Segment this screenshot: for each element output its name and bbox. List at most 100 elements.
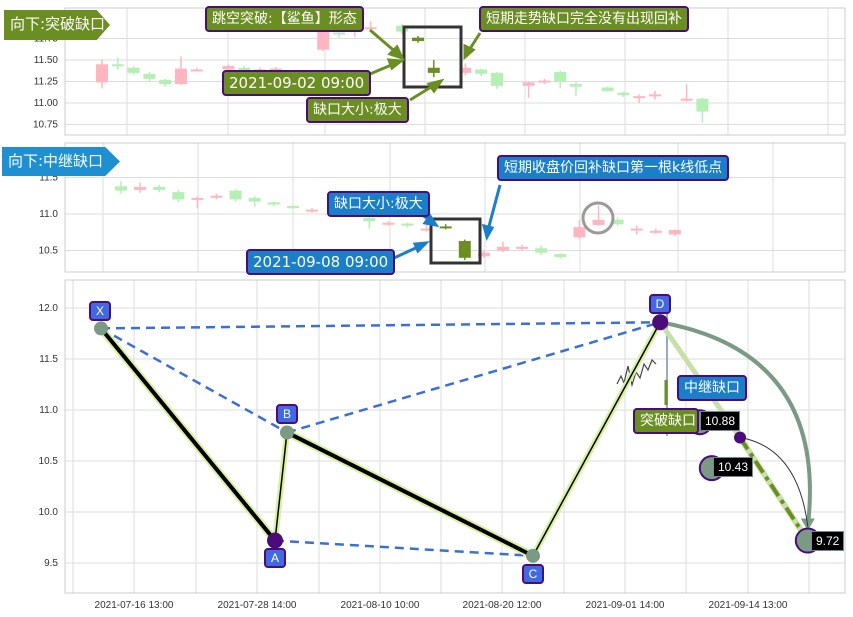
y-tick-label: 10.75 bbox=[33, 120, 58, 131]
candle-body bbox=[143, 73, 156, 79]
point-label-x: X bbox=[89, 301, 111, 321]
banner-label: 向下:突破缺口 bbox=[10, 15, 106, 33]
candle-body bbox=[570, 84, 582, 87]
x-tick-label: 2021-07-16 13:00 bbox=[95, 600, 174, 611]
target-tag-2: 10.43 bbox=[713, 457, 754, 477]
y-tick-label: 10.0 bbox=[39, 507, 59, 518]
panel1-frame bbox=[64, 7, 846, 136]
candle-body bbox=[175, 68, 187, 85]
projection-line bbox=[738, 436, 810, 542]
candle-body bbox=[364, 27, 377, 30]
pivot-E bbox=[734, 431, 746, 444]
y-tick-label: 11.0 bbox=[39, 405, 58, 416]
candle-body bbox=[412, 37, 424, 42]
dashed-line-XB bbox=[100, 327, 288, 434]
banner-label: 向下:中继缺口 bbox=[8, 152, 104, 170]
candle-body bbox=[491, 72, 503, 86]
annotation-arrows-1 bbox=[369, 28, 482, 102]
leg-BC bbox=[286, 430, 534, 558]
dashed-line-AC bbox=[274, 539, 534, 558]
candle-body bbox=[611, 219, 624, 225]
gap-box-2 bbox=[429, 217, 482, 265]
dashed-line-BD bbox=[286, 321, 661, 434]
y-tick-label: 11.25 bbox=[34, 77, 59, 88]
candle-body bbox=[420, 228, 433, 231]
candle-body bbox=[222, 66, 235, 70]
x-tick-label: 2021-07-28 14:00 bbox=[218, 600, 297, 611]
point-label-a: A bbox=[264, 548, 286, 568]
candle-body bbox=[396, 25, 409, 32]
thin-arc bbox=[739, 437, 809, 527]
leg-XA bbox=[99, 327, 277, 542]
candle-body bbox=[153, 186, 166, 190]
note-gap-size-2: 缺口大小:极大 bbox=[327, 191, 430, 217]
candle-body bbox=[96, 64, 108, 83]
candle-body bbox=[238, 67, 251, 72]
leg-AB bbox=[274, 432, 288, 541]
y-tick-label: 11.50 bbox=[34, 55, 59, 66]
candle-body bbox=[630, 228, 643, 231]
candle-body bbox=[554, 72, 567, 82]
candle-body bbox=[286, 205, 299, 209]
note-time-2: 2021-09-08 09:00 bbox=[246, 249, 396, 275]
note-gap-size: 缺口大小:极大 bbox=[306, 97, 409, 123]
candle-body bbox=[617, 92, 630, 96]
point-label-d: D bbox=[649, 294, 671, 314]
candle-body bbox=[668, 230, 681, 235]
candle-body bbox=[190, 69, 203, 72]
candle-body bbox=[306, 209, 318, 212]
dashed-line-XD bbox=[100, 321, 661, 330]
fill-point-circle bbox=[581, 201, 615, 235]
y-tick-label: 10.5 bbox=[39, 246, 59, 257]
target-arc bbox=[659, 320, 812, 527]
candle-body bbox=[439, 226, 452, 229]
pivot-X bbox=[94, 321, 108, 336]
candle-body bbox=[210, 195, 223, 198]
candle-body bbox=[229, 190, 242, 200]
y-tick-label: 12.0 bbox=[39, 303, 59, 314]
candle-body bbox=[573, 227, 586, 238]
candle-body bbox=[363, 217, 376, 222]
candle-body bbox=[427, 67, 440, 73]
y-tick-label: 11.5 bbox=[39, 173, 58, 184]
candle-body bbox=[522, 82, 535, 86]
candle-body bbox=[554, 254, 567, 258]
candle-body bbox=[191, 197, 204, 200]
candle-body bbox=[680, 98, 693, 101]
candle-body bbox=[458, 241, 471, 258]
panel2-frame bbox=[64, 142, 846, 273]
point-label-c: C bbox=[522, 564, 544, 584]
candle-body bbox=[516, 246, 529, 249]
y-tick-label: 9.5 bbox=[44, 558, 58, 569]
candle-body bbox=[649, 230, 662, 233]
banner-breakaway-gap: 向下:突破缺口 bbox=[4, 10, 110, 40]
pivot-A bbox=[267, 532, 283, 549]
candle-body bbox=[538, 80, 551, 83]
annotation-arrows-2 bbox=[393, 184, 502, 260]
target-tag-1: 10.88 bbox=[700, 411, 741, 431]
candle-body bbox=[696, 98, 709, 112]
y-tick-label: 11.0 bbox=[39, 209, 58, 220]
candle-body bbox=[633, 96, 646, 99]
candle-body bbox=[115, 186, 127, 191]
candle-body bbox=[269, 68, 282, 71]
x-tick-label: 2021-09-14 13:00 bbox=[709, 600, 788, 611]
note-pattern: 跳空突破:【鲨鱼】形态 bbox=[205, 6, 364, 32]
gap-box-1 bbox=[402, 25, 463, 89]
banner-relay-gap: 向下:中继缺口 bbox=[2, 147, 120, 176]
candle-body bbox=[267, 202, 280, 205]
candle-body bbox=[459, 67, 472, 73]
target-tag-3: 9.72 bbox=[811, 531, 845, 551]
candle-body bbox=[127, 67, 140, 73]
candle-body bbox=[601, 87, 614, 91]
y-tick-label: 11.5 bbox=[39, 354, 58, 365]
x-tick-label: 2021-09-01 14:00 bbox=[586, 600, 665, 611]
main-frame bbox=[64, 279, 846, 594]
candle-body bbox=[477, 252, 490, 257]
pivot-D bbox=[652, 314, 669, 331]
label-breakaway-gap: 突破缺口 bbox=[633, 408, 699, 434]
note-fill: 短期收盘价回补缺口第一根k线低点 bbox=[497, 155, 730, 181]
pivot-C bbox=[526, 548, 540, 563]
